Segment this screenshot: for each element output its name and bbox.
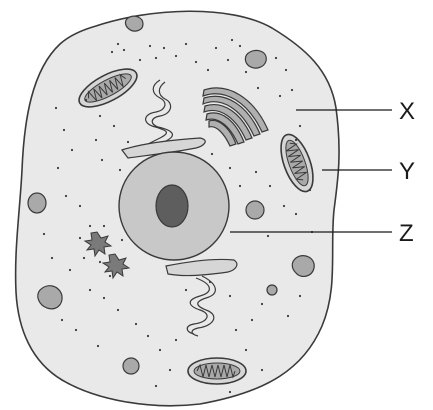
vesicle [267, 285, 277, 295]
ribosome-dot [127, 141, 129, 143]
ribosome-dot [117, 43, 119, 45]
ribosome-dot [121, 239, 123, 241]
ribosome-dot [101, 159, 103, 161]
vesicle [246, 201, 264, 219]
ribosome-dot [75, 329, 77, 331]
ribosome-dot [139, 59, 141, 61]
ribosome-dot [99, 115, 101, 117]
ribosome-dot [117, 309, 119, 311]
ribosome-dot [135, 323, 137, 325]
vesicle [125, 16, 143, 31]
ribosome-dot [149, 45, 151, 47]
ribosome-dot [207, 69, 209, 71]
ribosome-dot [309, 189, 311, 191]
ribosome-dot [51, 257, 53, 259]
vesicle [245, 50, 266, 68]
ribosome-dot [245, 71, 247, 73]
vesicle [28, 193, 46, 213]
ribosome-dot [299, 295, 301, 297]
ribosome-dot [295, 139, 297, 141]
ribosome-dot [109, 275, 111, 277]
ribosome-dot [275, 57, 277, 59]
ribosome-dot [211, 153, 213, 155]
ribosome-dot [175, 55, 177, 57]
ribosome-dot [185, 289, 187, 291]
ribosome-dot [89, 289, 91, 291]
ribosome-dot [163, 47, 165, 49]
ribosome-dot [251, 319, 253, 321]
ribosome-dot [79, 205, 81, 207]
ribosome-dot [63, 129, 65, 131]
ribosome-dot [169, 369, 171, 371]
label-y: Y [399, 158, 415, 185]
ribosome-dot [97, 345, 99, 347]
ribosome-dot [195, 61, 197, 63]
ribosome-dot [95, 139, 97, 141]
ribosome-dot [229, 167, 231, 169]
ribosome-dot [283, 205, 285, 207]
ribosome-dot [119, 169, 121, 171]
ribosome-dot [235, 329, 237, 331]
ribosome-dot [69, 269, 71, 271]
ribosome-dot [239, 185, 241, 187]
ribosome-dot [55, 107, 57, 109]
ribosome-dot [239, 45, 241, 47]
ribosome-dot [229, 391, 231, 393]
ribosome-dot [295, 213, 297, 215]
ribosome-dot [79, 237, 81, 239]
mitochondrion [188, 358, 246, 384]
ribosome-dot [65, 195, 67, 197]
ribosome-dot [123, 49, 125, 51]
ribosome-dot [83, 257, 85, 259]
ribosome-dot [215, 47, 217, 49]
ribosome-dot [103, 297, 105, 299]
ribosome-dot [261, 369, 263, 371]
ribosome-dot [299, 125, 301, 127]
ribosome-dot [231, 39, 233, 41]
ribosome-dot [85, 99, 87, 101]
ribosome-dot [229, 295, 231, 297]
ribosome-dot [155, 385, 157, 387]
label-z: Z [399, 220, 414, 247]
ribosome-dot [57, 167, 59, 169]
ribosome-dot [185, 43, 187, 45]
ribosome-dot [255, 171, 257, 173]
ribosome-dot [209, 281, 211, 283]
ribosome-dot [175, 339, 177, 341]
ribosome-dot [71, 149, 73, 151]
ribosome-dot [155, 57, 157, 59]
ribosome-dot [287, 315, 289, 317]
label-x: X [399, 98, 415, 125]
ribosome-dot [245, 349, 247, 351]
ribosome-dot [159, 349, 161, 351]
ribosome-dot [103, 225, 105, 227]
vesicle [123, 358, 139, 374]
ribosome-dot [147, 335, 149, 337]
ribosome-dot [113, 125, 115, 127]
ribosome-dot [43, 233, 45, 235]
ribosome-dot [267, 235, 269, 237]
ribosome-dot [111, 51, 113, 53]
ribosome-dot [261, 303, 263, 305]
ribosome-dot [89, 225, 91, 227]
ribosome-dot [285, 69, 287, 71]
vesicle [292, 256, 314, 277]
ribosome-dot [99, 261, 101, 263]
ribosome-dot [291, 89, 293, 91]
ribosome-dot [279, 95, 281, 97]
ribosome-dot [257, 87, 259, 89]
nucleolus [156, 185, 188, 227]
ribosome-dot [227, 59, 229, 61]
ribosome-dot [61, 319, 63, 321]
ribosome-dot [269, 185, 271, 187]
